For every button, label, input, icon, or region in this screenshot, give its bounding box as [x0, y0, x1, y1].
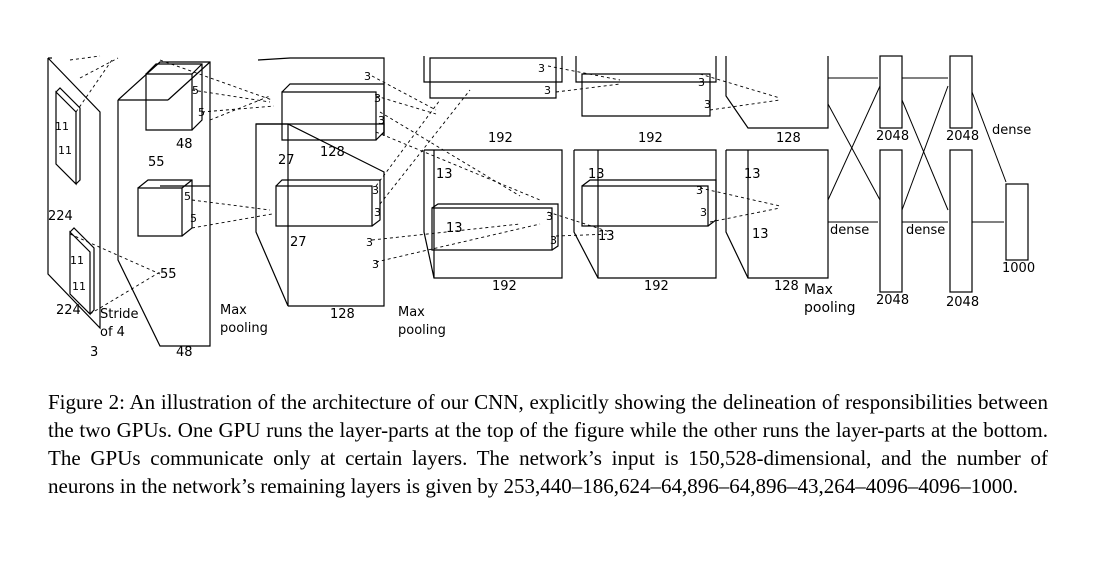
conv1-kernel-label-b: 5: [198, 106, 205, 119]
conv4-kernel-label-b: 3: [704, 98, 711, 111]
conv4-size-label-a: 13: [588, 167, 605, 182]
dense-layers: [879, 55, 1029, 293]
conv1-width-label: 55: [160, 267, 177, 282]
connection-lines: [69, 55, 781, 315]
conv3-kernel-label-c: 3: [546, 210, 553, 223]
conv2-kernel-label-a: 3: [364, 70, 371, 83]
conv4-kernel-label-d: 3: [700, 206, 707, 219]
input-height-label: 224: [48, 209, 73, 224]
fc7-size-label-top: 2048: [946, 129, 979, 144]
conv2-kernel-label-f: 3: [366, 236, 373, 249]
conv1-kernel-label-d: 5: [190, 212, 197, 225]
stride-label-line2: of 4: [100, 325, 125, 340]
pool2-label-line2: pooling: [398, 323, 446, 338]
dense-arrows: [827, 77, 1007, 223]
conv3-kernel-label-b: 3: [544, 84, 551, 97]
fc6-size-label-top: 2048: [876, 129, 909, 144]
conv4-depth-label-top: 192: [638, 131, 663, 146]
conv2-size-label-top: 27: [278, 153, 295, 168]
conv2-kernel-label-e: 3: [374, 206, 381, 219]
stride-label-line1: Stride: [100, 307, 139, 322]
input-depth-label: 3: [90, 345, 98, 360]
conv3-depth-label-top: 192: [488, 131, 513, 146]
conv3-size-label-b: 13: [446, 221, 463, 236]
input-width-label: 224: [56, 303, 81, 318]
conv3-kernel-label-a: 3: [538, 62, 545, 75]
conv1-depth-label-top: 48: [176, 137, 193, 152]
conv5-size-label-a: 13: [744, 167, 761, 182]
conv3-size-label-a: 13: [436, 167, 453, 182]
input-kernel-h-label-bottom: 11: [72, 280, 86, 293]
pool3-label-line2: pooling: [804, 300, 856, 316]
conv1-kernel-label-a: 5: [192, 84, 199, 97]
dense-label-b: dense: [906, 223, 945, 238]
conv4-depth-label-bottom: 192: [644, 279, 669, 294]
conv4-kernel-label-a: 3: [698, 76, 705, 89]
pool2-label-line1: Max: [398, 305, 425, 320]
pool1-label-line2: pooling: [220, 321, 268, 336]
conv4-kernel-label-c: 3: [696, 184, 703, 197]
fc6-size-label-bottom: 2048: [876, 293, 909, 308]
fc7-size-label-bottom: 2048: [946, 295, 979, 310]
input-kernel-w-label-top: 11: [55, 120, 69, 133]
conv5-box: [725, 56, 829, 279]
pool1-label-line1: Max: [220, 303, 247, 318]
conv1-height-label: 55: [148, 155, 165, 170]
conv2-box: [255, 57, 385, 307]
conv3-kernel-label-d: 3: [550, 234, 557, 247]
conv2-kernel-label-g: 3: [372, 258, 379, 271]
conv3-box: [423, 56, 563, 279]
conv2-kernel-label-d: 3: [372, 184, 379, 197]
conv1-depth-label-bottom: 48: [176, 345, 193, 360]
dense-label-c: dense: [992, 123, 1031, 138]
conv4-box: [573, 56, 717, 279]
conv2-size-label-bottom: 27: [290, 235, 307, 250]
output-size-label: 1000: [1002, 261, 1035, 276]
input-kernel-w-label-bottom: 11: [70, 254, 84, 267]
conv5-size-label-b: 13: [752, 227, 769, 242]
figure-caption: Figure 2: An illustration of the archite…: [48, 390, 1048, 498]
conv2-depth-label-top: 128: [320, 145, 345, 160]
conv1-box: [117, 61, 211, 347]
dense-label-a: dense: [830, 223, 869, 238]
input-kernel-h-label-top: 11: [58, 144, 72, 157]
conv2-kernel-label-b: 3: [374, 92, 381, 105]
cnn-architecture-diagram: 224 224 3 11 11 11 11 Stride of 4 55 55 …: [47, 55, 1035, 360]
conv5-depth-label-top: 128: [776, 131, 801, 146]
conv2-kernel-label-c: 3: [378, 114, 385, 127]
conv3-depth-label-bottom: 192: [492, 279, 517, 294]
conv4-size-label-b: 13: [598, 229, 615, 244]
conv1-kernel-label-c: 5: [184, 190, 191, 203]
conv5-depth-label-bottom: 128: [774, 279, 799, 294]
conv2-depth-label-bottom: 128: [330, 307, 355, 322]
pool3-label-line1: Max: [804, 282, 833, 298]
